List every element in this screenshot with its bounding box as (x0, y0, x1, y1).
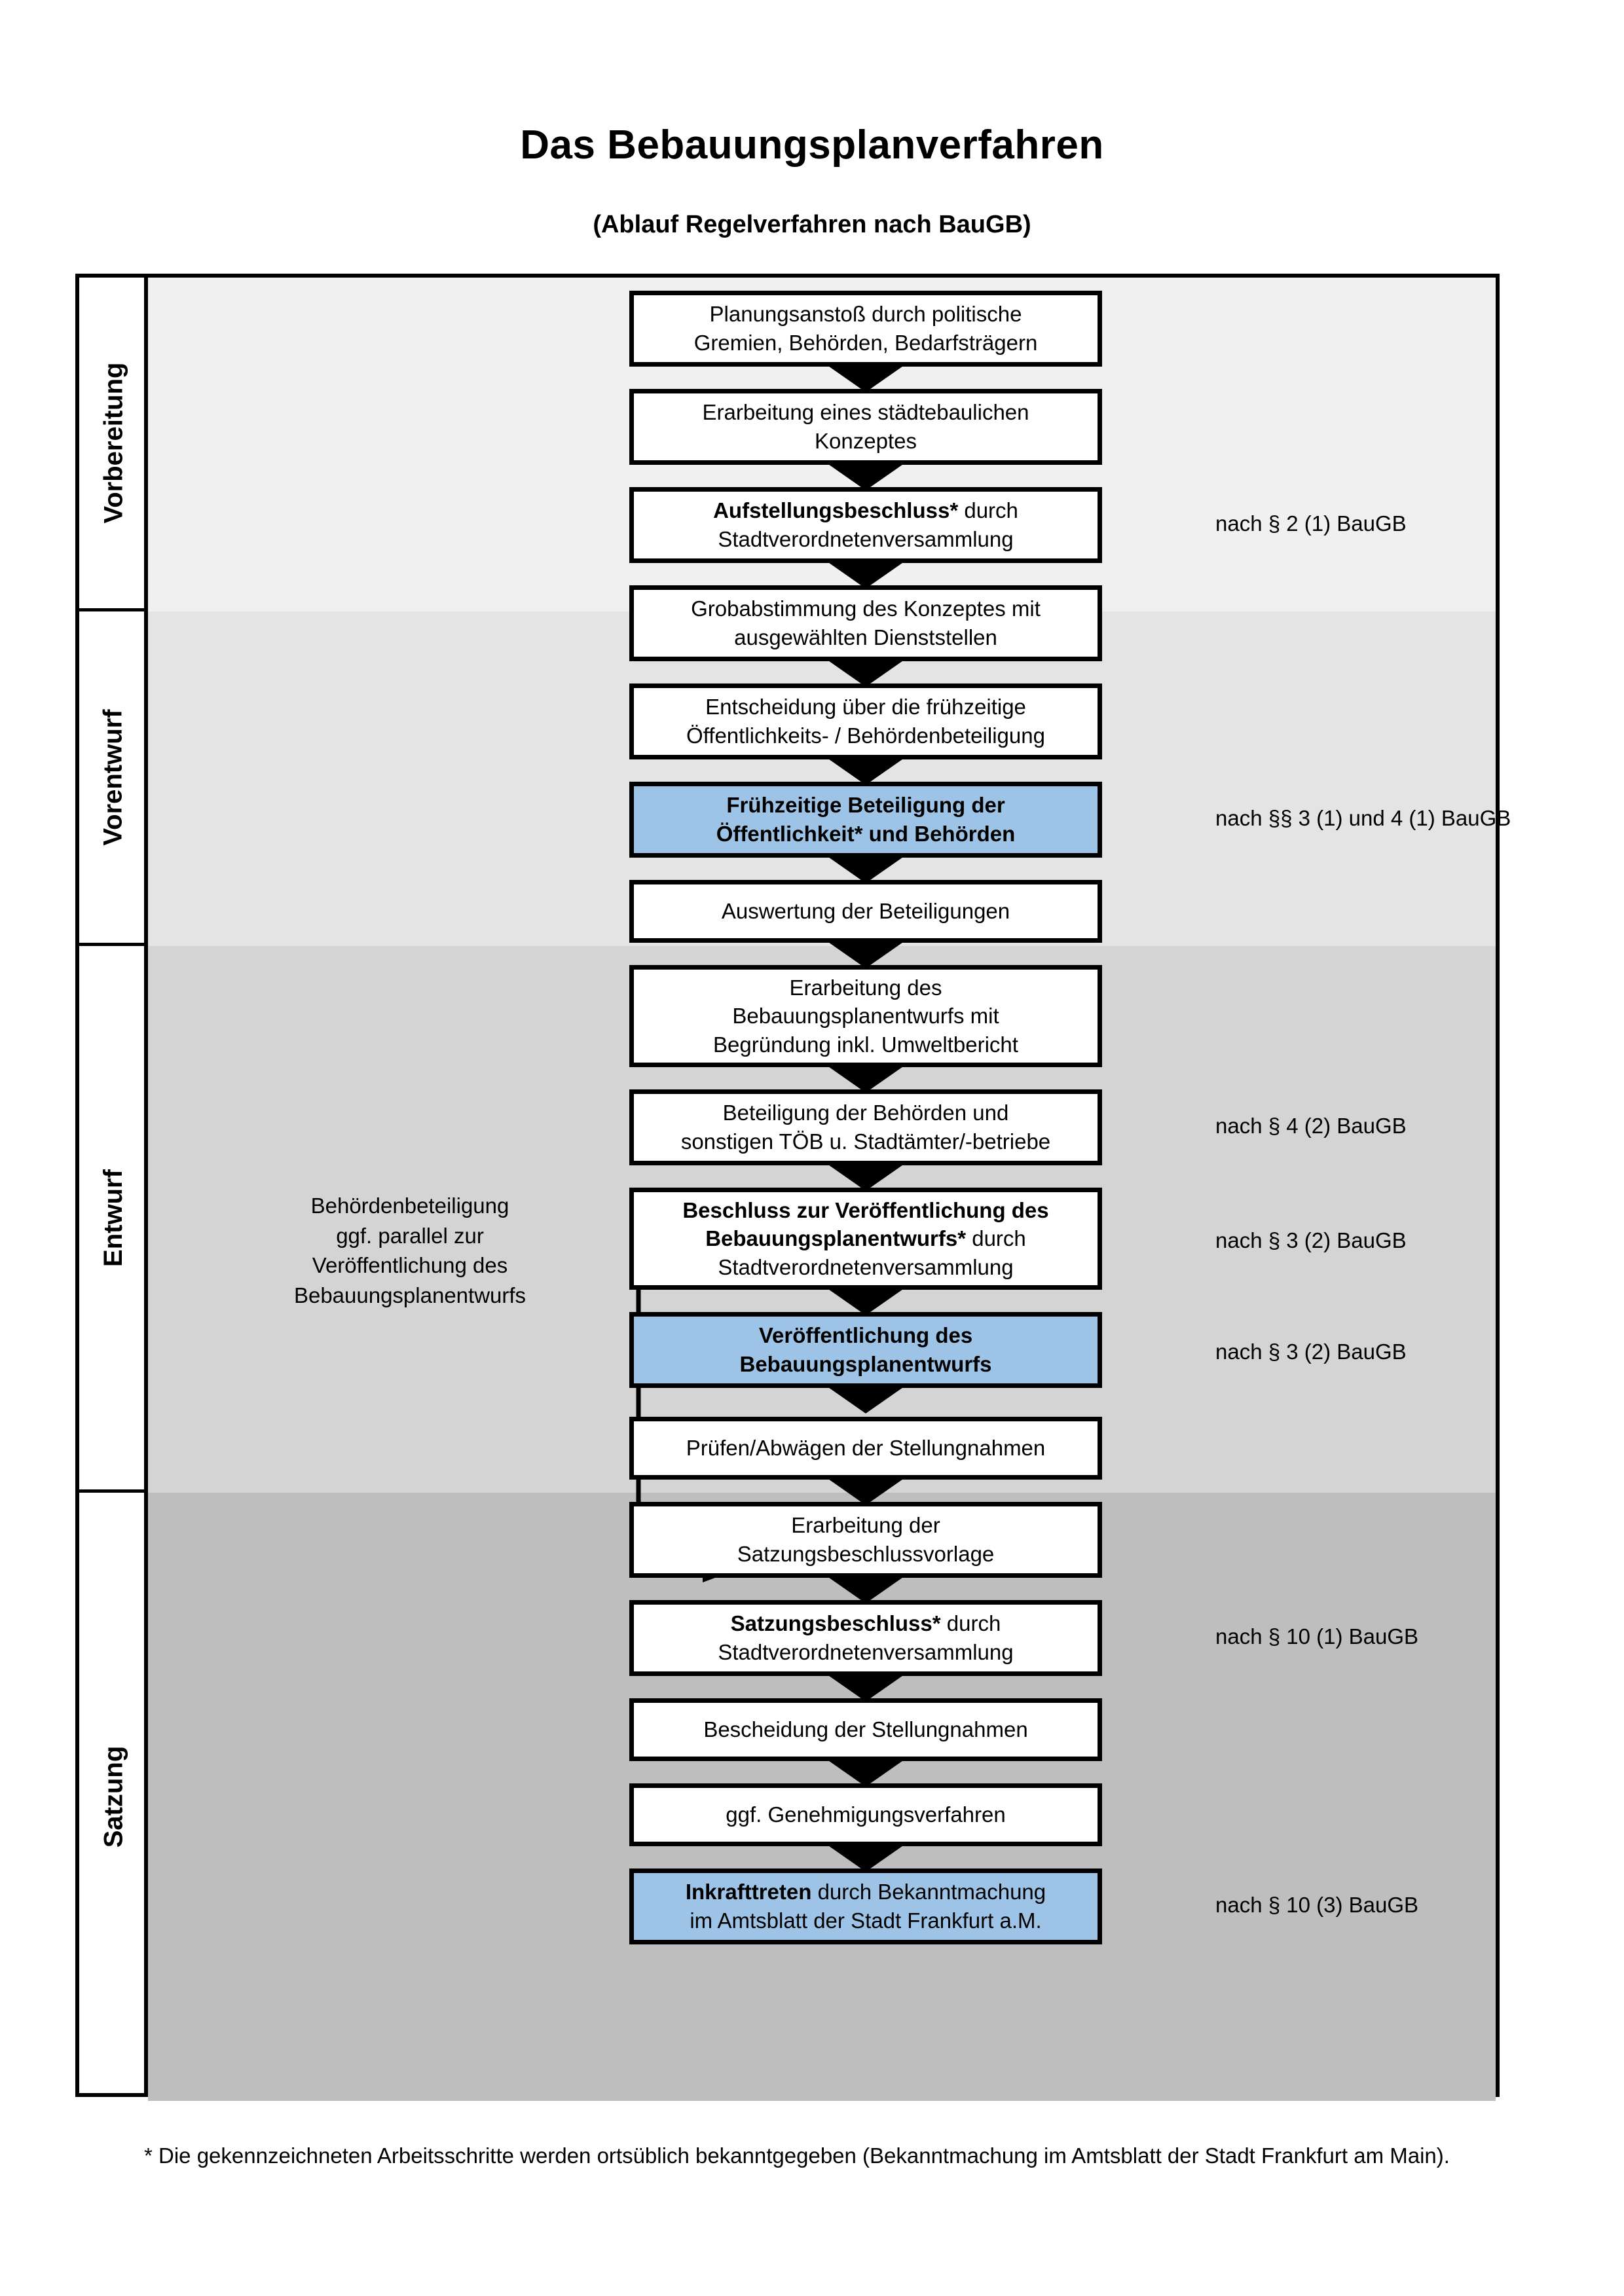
flow-arrow-down (824, 1476, 907, 1505)
step-text: Erarbeitung der Satzungsbeschlussvorlage (737, 1513, 995, 1566)
legal-note-n6: nach § 10 (1) BauGB (1215, 1624, 1419, 1649)
step-box-s1[interactable]: Planungsanstoß durch politische Gremien,… (629, 291, 1102, 367)
step-text: Beschluss zur Veröffentlichung des Bebau… (682, 1196, 1048, 1282)
flow-arrow-down (824, 462, 907, 490)
step-box-s7[interactable]: Auswertung der Beteiligungen (629, 880, 1102, 943)
footnote-text: * Die gekennzeichneten Arbeitsschritte w… (144, 2143, 1450, 2168)
step-text-bold: Satzungsbeschluss* (730, 1611, 941, 1636)
step-box-s13[interactable]: Erarbeitung der Satzungsbeschlussvorlage (629, 1502, 1102, 1578)
step-text-rest: durch Bekanntmachung (811, 1880, 1046, 1904)
step-text-bold: Beschluss zur Veröffentlichung des (682, 1197, 1049, 1222)
legal-note-n1: nach § 2 (1) BauGB (1215, 511, 1407, 536)
side-note-line: Veröffentlichung des (312, 1253, 508, 1278)
step-text: Beteiligung der Behörden und sonstigen T… (680, 1101, 1051, 1154)
phase-bands: Behördenbeteiligung ggf. parallel zur Ve… (148, 278, 1511, 2101)
step-text-line2: im Amtsblatt der Stadt Frankfurt a.M. (690, 1908, 1042, 1933)
flow-arrow-down (824, 1758, 907, 1787)
flow-arrow-down (824, 1843, 907, 1872)
step-box-s6[interactable]: Frühzeitige Beteiligung der Öffentlichke… (629, 782, 1102, 858)
flow-arrow-down (824, 658, 907, 687)
legal-note-n5: nach § 3 (2) BauGB (1215, 1339, 1407, 1364)
step-text-rest: durch (940, 1611, 1001, 1636)
phase-label-entwurf: Entwurf (79, 946, 148, 1493)
step-text-rest: durch (966, 1226, 1026, 1251)
step-box-s16[interactable]: ggf. Genehmigungsverfahren (629, 1783, 1102, 1846)
phase-label-vorbereitung: Vorbereitung (79, 278, 148, 611)
phase-label-column: Vorbereitung Vorentwurf Entwurf Satzung (79, 278, 148, 2093)
step-text: Inkrafttreten durch Bekanntmachung im Am… (686, 1878, 1046, 1935)
phase-label-text: Entwurf (99, 1169, 128, 1267)
phase-label-text: Satzung (99, 1745, 128, 1848)
step-box-s11[interactable]: Veröffentlichung des Bebauungsplanentwur… (629, 1312, 1102, 1388)
step-text-line2: Stadtverordnetenversammlung (718, 1640, 1014, 1664)
step-text: Grobabstimmung des Konzeptes mit ausgewä… (691, 596, 1041, 649)
step-text: Entscheidung über die frühzeitige Öffent… (686, 695, 1045, 748)
side-note-line: ggf. parallel zur (336, 1223, 484, 1248)
step-box-s15[interactable]: Bescheidung der Stellungnahmen (629, 1698, 1102, 1761)
step-box-s17[interactable]: Inkrafttreten durch Bekanntmachung im Am… (629, 1868, 1102, 1944)
flow-arrow-down (824, 854, 907, 883)
step-box-s14[interactable]: Satzungsbeschluss* durch Stadtverordnete… (629, 1600, 1102, 1676)
step-box-s9[interactable]: Beteiligung der Behörden und sonstigen T… (629, 1089, 1102, 1165)
flow-arrow-down (824, 756, 907, 785)
step-box-s4[interactable]: Grobabstimmung des Konzeptes mit ausgewä… (629, 585, 1102, 661)
step-text: Frühzeitige Beteiligung der Öffentlichke… (716, 793, 1016, 846)
step-box-s10[interactable]: Beschluss zur Veröffentlichung des Bebau… (629, 1188, 1102, 1290)
side-note-line: Bebauungsplanentwurfs (293, 1283, 526, 1307)
step-text: Aufstellungsbeschluss* durch Stadtverord… (713, 496, 1018, 553)
step-text: Veröffentlichung des Bebauungsplanentwur… (739, 1323, 992, 1376)
phase-label-vorentwurf: Vorentwurf (79, 611, 148, 946)
flow-arrow-down (824, 1064, 907, 1093)
flow-arrow-down (824, 1162, 907, 1191)
step-box-s5[interactable]: Entscheidung über die frühzeitige Öffent… (629, 683, 1102, 759)
legal-note-n4: nach § 3 (2) BauGB (1215, 1228, 1407, 1252)
flow-arrow-down (824, 560, 907, 589)
step-text: Bescheidung der Stellungnahmen (703, 1717, 1028, 1742)
flow-arrow-down (824, 939, 907, 968)
step-box-s2[interactable]: Erarbeitung eines städtebaulichen Konzep… (629, 389, 1102, 465)
legal-note-n3: nach § 4 (2) BauGB (1215, 1114, 1407, 1138)
step-text: Erarbeitung eines städtebaulichen Konzep… (702, 400, 1029, 453)
step-box-s8[interactable]: Erarbeitung des Bebauungsplanentwurfs mi… (629, 965, 1102, 1067)
flow-arrow-down (824, 1385, 907, 1413)
step-text: Prüfen/Abwägen der Stellungnahmen (686, 1436, 1046, 1461)
side-note-behoerdenbeteiligung: Behördenbeteiligung ggf. parallel zur Ve… (240, 1191, 580, 1310)
flowchart-frame: Vorbereitung Vorentwurf Entwurf Satzung (75, 274, 1511, 2101)
step-text: Satzungsbeschluss* durch Stadtverordnete… (718, 1609, 1013, 1666)
step-text: ggf. Genehmigungsverfahren (726, 1802, 1006, 1827)
step-box-s3[interactable]: Aufstellungsbeschluss* durch Stadtverord… (629, 487, 1102, 563)
phase-label-text: Vorentwurf (99, 708, 128, 846)
phase-label-text: Vorbereitung (99, 362, 128, 524)
legal-note-n7: nach § 10 (3) BauGB (1215, 1893, 1419, 1917)
step-text: Auswertung der Beteiligungen (721, 899, 1010, 924)
flow-arrow-down (824, 1575, 907, 1603)
flow-arrow-down (824, 1673, 907, 1702)
page-title: Das Bebauungsplanverfahren (520, 122, 1104, 168)
side-note-line: Behördenbeteiligung (310, 1194, 509, 1218)
step-text-line2: Stadtverordnetenversammlung (718, 527, 1014, 551)
step-text-line3: Stadtverordnetenversammlung (718, 1254, 1014, 1279)
step-text: Planungsanstoß durch politische Gremien,… (693, 302, 1038, 355)
flow-arrow-down (824, 363, 907, 392)
flow-arrow-down (824, 1286, 907, 1315)
step-box-s12[interactable]: Prüfen/Abwägen der Stellungnahmen (629, 1417, 1102, 1480)
phase-label-satzung: Satzung (79, 1493, 148, 2101)
step-text-bold: Inkrafttreten (685, 1880, 812, 1904)
step-text-bold: Aufstellungsbeschluss* (713, 498, 959, 523)
legal-note-n2: nach §§ 3 (1) und 4 (1) BauGB (1215, 806, 1511, 830)
step-text: Erarbeitung des Bebauungsplanentwurfs mi… (713, 975, 1018, 1057)
step-text-bold: Bebauungsplanentwurfs* (705, 1226, 967, 1251)
page-subtitle: (Ablauf Regelverfahren nach BauGB) (593, 211, 1031, 238)
step-text-rest: durch (958, 498, 1018, 523)
